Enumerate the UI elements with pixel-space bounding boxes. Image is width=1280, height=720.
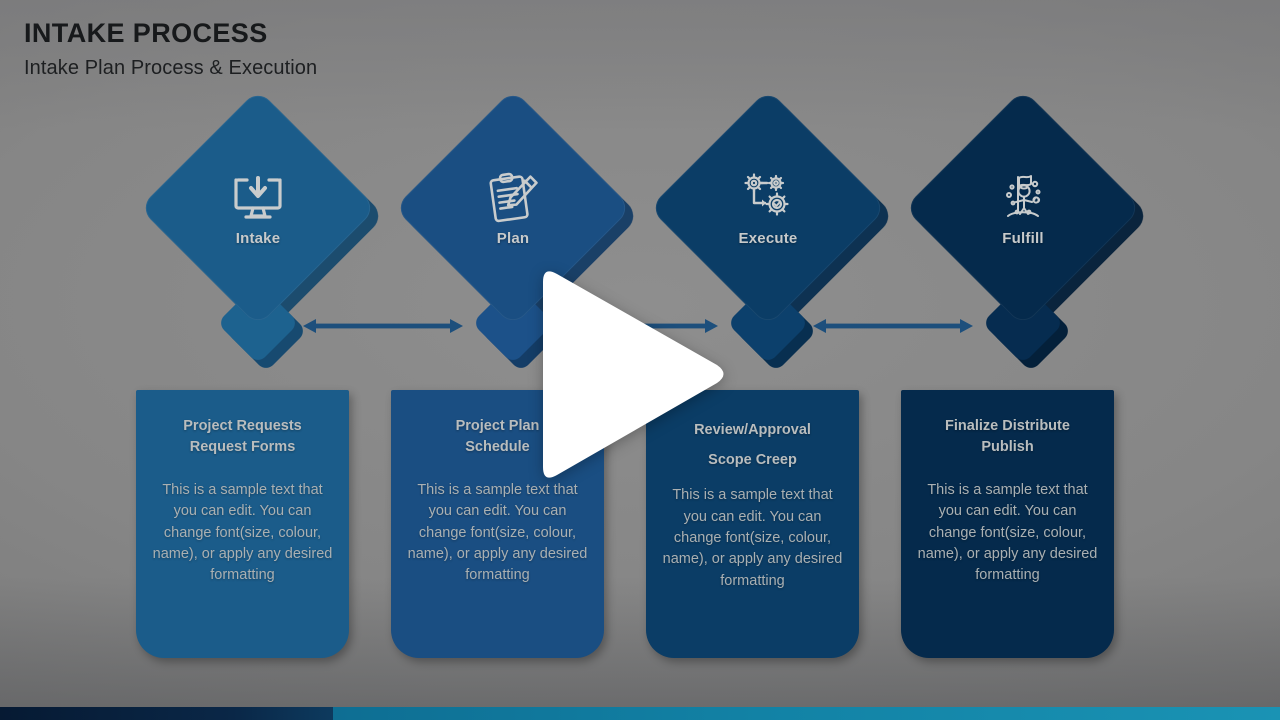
page-subtitle: Intake Plan Process & Execution [24,57,318,79]
card-body-text: This is a sample text that you can edit.… [407,482,588,584]
page-title: INTAKE PROCESS [24,18,268,48]
card-heading-line: Publish [981,439,1034,456]
process-stage-execute: Execute Review/Approval Scope Creep This… [640,0,896,720]
process-stage-intake: Intake Project Requests Request Forms Th… [130,0,386,720]
video-progress-bar[interactable] [0,707,1280,720]
diamond-shape [139,89,377,327]
connector-execute-fulfill [813,318,973,334]
connector-intake-plan [303,318,463,334]
diamond-shape [904,89,1142,327]
card-heading-line: Project Plan [455,418,540,434]
card-heading-line: Finalize Distribute [945,418,1070,434]
info-card-fulfill[interactable]: Finalize Distribute Publish This is a sa… [901,390,1114,658]
card-heading-line: Request Forms [189,439,296,456]
card-body-text: This is a sample text that you can edit.… [152,482,333,584]
card-body-text: This is a sample text that you can edit.… [662,487,843,589]
process-stage-fulfill: Fulfill Finalize Distribute Publish This… [895,0,1151,720]
slide-header: INTAKE PROCESS Intake Plan Process & Exe… [24,18,317,80]
card-heading-line: Schedule [465,439,530,456]
card-heading: Review/Approval Scope Creep [660,416,845,475]
diamond-intake[interactable]: Intake [130,89,386,392]
card-heading-line: Review/Approval [694,422,811,438]
info-card-intake[interactable]: Project Requests Request Forms This is a… [136,390,349,658]
play-triangle-icon[interactable] [529,262,729,487]
card-body-text: This is a sample text that you can edit.… [917,482,1098,584]
card-heading-line: Scope Creep [708,451,797,468]
info-card-execute[interactable]: Review/Approval Scope Creep This is a sa… [646,390,859,658]
card-heading: Finalize Distribute Publish [915,416,1100,458]
progress-remaining[interactable] [332,707,1280,720]
progress-played[interactable] [0,707,333,720]
card-heading-line: Project Requests [183,418,302,434]
card-heading: Project Plan Schedule [405,416,590,458]
diamond-fulfill[interactable]: Fulfill [895,89,1151,392]
card-heading: Project Requests Request Forms [150,416,335,458]
